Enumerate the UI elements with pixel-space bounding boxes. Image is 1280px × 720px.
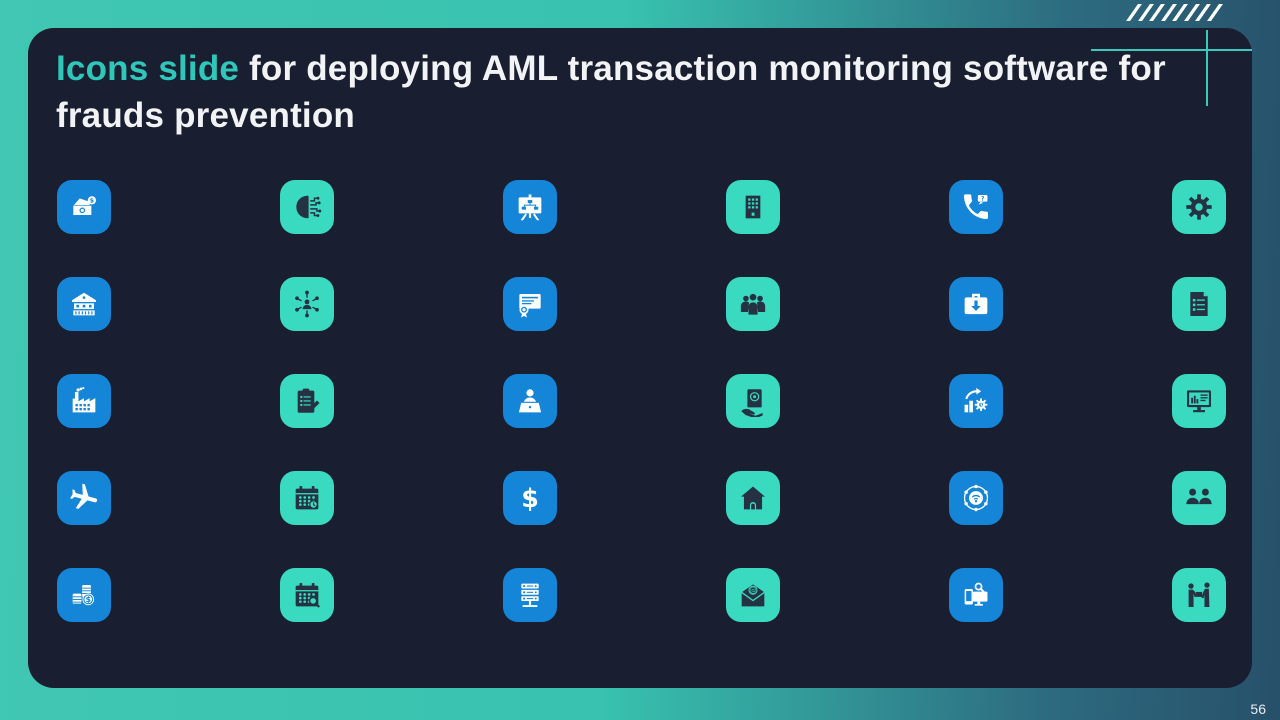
icon-tile <box>280 374 334 428</box>
icon-tile <box>949 277 1003 331</box>
icon-tile <box>949 374 1003 428</box>
people-exchange-icon <box>1183 579 1215 611</box>
slash-icon <box>1206 4 1222 21</box>
slide-title: Icons slide for deploying AML transactio… <box>56 46 1226 139</box>
icon-tile <box>503 568 557 622</box>
team-group-icon <box>737 288 769 320</box>
icon-tile <box>57 568 111 622</box>
person-network-icon <box>291 288 323 320</box>
icon-tile <box>57 374 111 428</box>
dollar-sign-icon <box>514 482 546 514</box>
icon-tile <box>1172 568 1226 622</box>
icon-tile <box>1172 471 1226 525</box>
person-workstation-icon <box>514 385 546 417</box>
money-transaction-icon <box>68 191 100 223</box>
monitor-dashboard-icon <box>1183 385 1215 417</box>
coins-money-icon <box>68 579 100 611</box>
icon-tile <box>726 568 780 622</box>
icon-tile <box>57 180 111 234</box>
page-number: 56 <box>1250 701 1266 717</box>
calendar-clock-icon <box>291 482 323 514</box>
checklist-document-icon <box>1183 288 1215 320</box>
icon-tile <box>503 471 557 525</box>
icon-tile <box>503 277 557 331</box>
icon-tile <box>726 180 780 234</box>
home-icon <box>737 482 769 514</box>
icon-tile <box>280 277 334 331</box>
icon-tile <box>280 180 334 234</box>
presentation-flowchart-icon <box>514 191 546 223</box>
two-users-icon <box>1183 482 1215 514</box>
airplane-icon <box>68 482 100 514</box>
icon-tile <box>57 471 111 525</box>
crosshair-vertical-line <box>1206 30 1208 106</box>
email-at-icon <box>737 579 769 611</box>
slide-title-accent: Icons slide <box>56 49 250 88</box>
settings-gear-icon <box>1183 191 1215 223</box>
icon-tile <box>726 277 780 331</box>
icon-tile <box>57 277 111 331</box>
icon-tile <box>949 180 1003 234</box>
icon-tile <box>1172 374 1226 428</box>
icon-tile <box>726 374 780 428</box>
icon-tile <box>726 471 780 525</box>
certificate-icon <box>514 288 546 320</box>
icon-tile <box>1172 277 1226 331</box>
icon-tile <box>1172 180 1226 234</box>
icon-tile <box>503 180 557 234</box>
icon-tile <box>949 568 1003 622</box>
iot-network-icon <box>960 482 992 514</box>
icon-tile <box>280 471 334 525</box>
slide-card: Icons slide for deploying AML transactio… <box>28 28 1252 688</box>
office-building-icon <box>737 191 769 223</box>
crosshair-horizontal-line <box>1091 49 1252 51</box>
support-call-icon <box>960 191 992 223</box>
slide-title-rest: for deploying AML transaction monitoring… <box>56 49 1166 135</box>
growth-gear-clock-icon <box>960 385 992 417</box>
icon-tile <box>280 568 334 622</box>
icon-tile <box>949 471 1003 525</box>
device-search-icon <box>960 579 992 611</box>
factory-icon <box>68 385 100 417</box>
calendar-search-icon <box>291 579 323 611</box>
server-rack-icon <box>514 579 546 611</box>
clipboard-pencil-icon <box>291 385 323 417</box>
icon-grid <box>57 180 1226 622</box>
hand-document-gear-icon <box>737 385 769 417</box>
icon-tile <box>503 374 557 428</box>
ai-brain-circuit-icon <box>291 191 323 223</box>
slash-decoration <box>1126 4 1222 21</box>
bank-icon <box>68 288 100 320</box>
briefcase-download-icon <box>960 288 992 320</box>
